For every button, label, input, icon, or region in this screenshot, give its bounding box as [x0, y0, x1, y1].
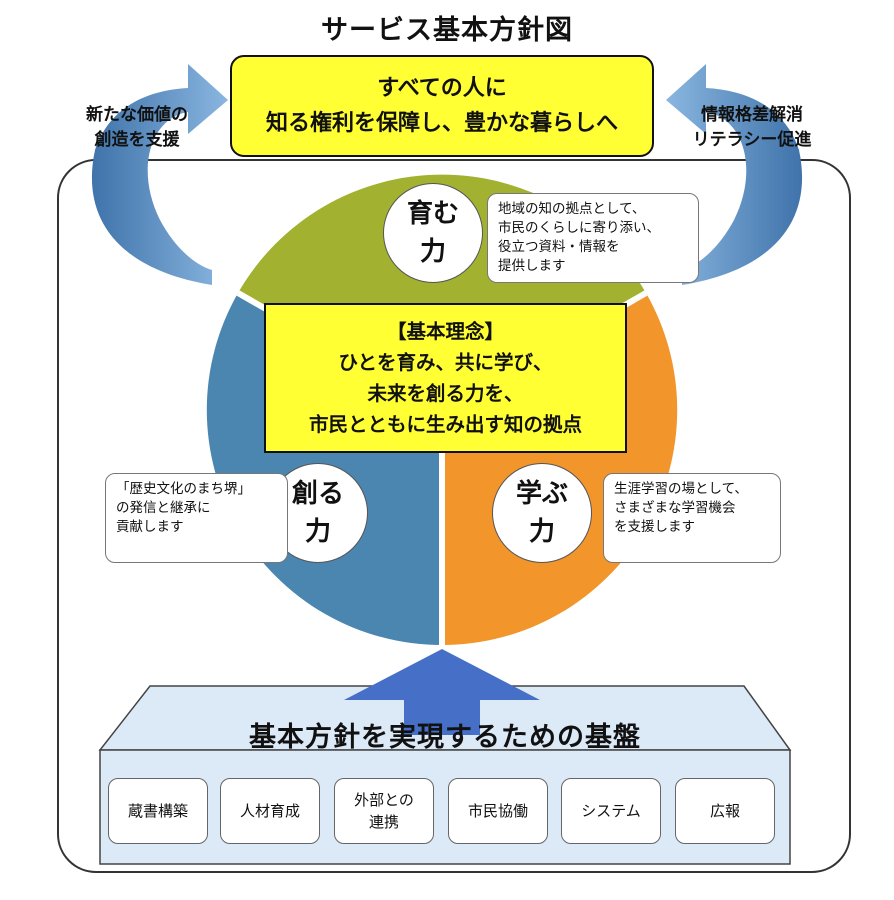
foundation-item: 人材育成: [220, 778, 320, 844]
right-arrow-label: 情報格差解消 リテラシー促進: [692, 105, 812, 150]
right-curved-arrow: [666, 64, 803, 285]
foundation-title: 基本方針を実現するための基盤: [249, 722, 641, 753]
manabu-circle: 学ぶ 力: [492, 463, 592, 563]
left-arrow-label: 新たな価値の 創造を支援: [86, 105, 188, 150]
tsukuru-note: 「歴史文化のまち堺」 の発信と継承に 貢献します: [105, 473, 288, 563]
left-curved-arrow: [91, 64, 228, 285]
hagukumu-circle: 育む 力: [383, 183, 483, 283]
foundation-item: 広報: [675, 778, 775, 844]
manabu-note: 生涯学習の場として、 さまざまな学習機会 を支援します: [603, 473, 781, 563]
page-title: サービス基本方針図: [321, 15, 573, 46]
foundation-item: システム: [561, 778, 661, 844]
vision-box: すべての人に 知る権利を保障し、豊かな暮らしへ: [230, 55, 654, 157]
foundation-item: 外部との 連携: [334, 778, 434, 844]
foundation-item: 蔵書構築: [108, 778, 208, 844]
hagukumu-note: 地域の知の拠点として、 市民のくらしに寄り添い、 役立つ資料・情報を 提供します: [487, 193, 699, 283]
up-arrow: [344, 649, 540, 735]
principle-box: 【基本理念】 ひとを育み、共に学び、 未来を創る力を、 市民とともに生み出す知の…: [264, 303, 627, 453]
foundation-item: 市民協働: [448, 778, 548, 844]
